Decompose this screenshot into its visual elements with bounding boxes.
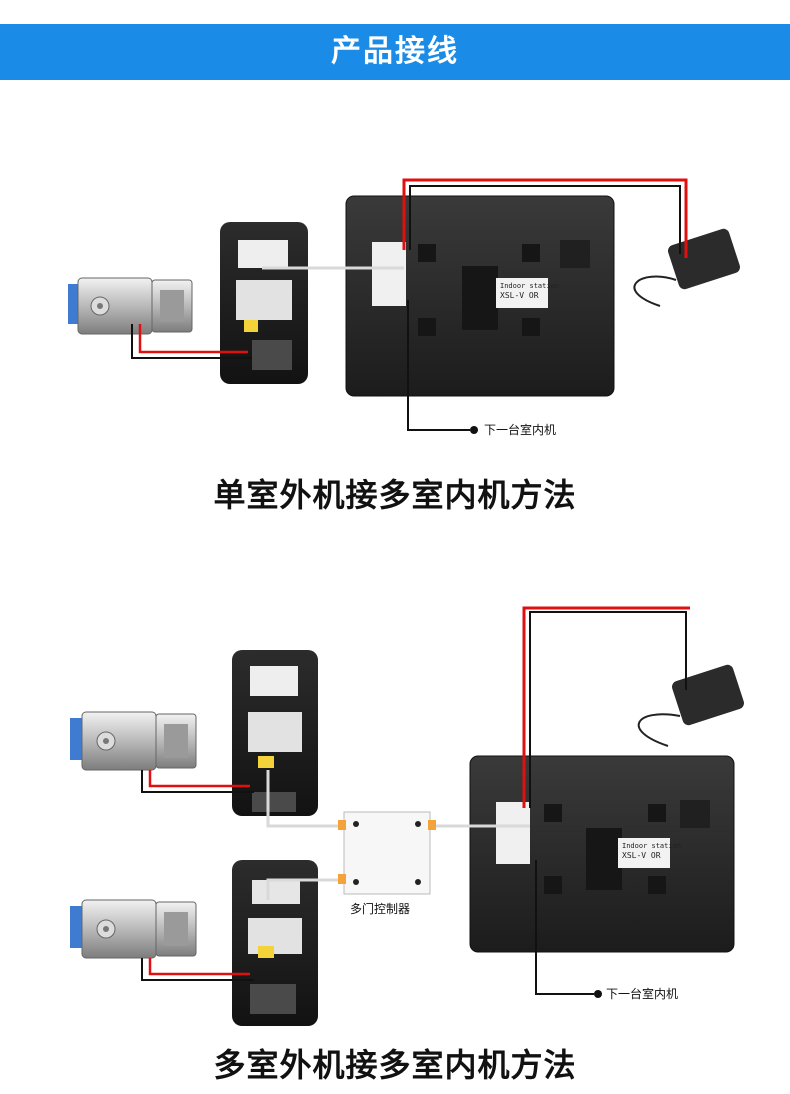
next-unit-dot-1 — [470, 426, 478, 434]
power-adapter-2 — [637, 664, 744, 747]
outdoor-station-1 — [220, 222, 308, 384]
electric-lock-1 — [68, 277, 193, 335]
power-adapter-1 — [633, 228, 740, 307]
next-unit-dot-2 — [594, 990, 602, 998]
indoor-label-line2-2: XSL-V OR — [622, 851, 661, 860]
outdoor-station-2b — [232, 860, 318, 1026]
bus-wire-2a — [266, 770, 338, 828]
next-unit-wire-1 — [407, 300, 470, 431]
next-unit-wire-2 — [535, 860, 594, 995]
header-banner — [0, 24, 790, 80]
indoor-monitor-2: Indoor station XSL-V OR — [469, 755, 735, 953]
indoor-label-line2: XSL-V OR — [500, 291, 539, 300]
diagram2: 多门控制器 Indoor station XSL-V OR — [70, 606, 744, 1026]
power-wire-black-1 — [409, 185, 681, 254]
indoor-label-line1: Indoor station — [500, 282, 559, 290]
electric-lock-2a — [70, 711, 197, 771]
indoor-label-line1-2: Indoor station — [622, 842, 681, 850]
power-wire-red-2 — [522, 606, 690, 808]
controller-label: 多门控制器 — [350, 901, 410, 916]
lock-wire-black-2a — [141, 770, 254, 793]
lock-wire-black-1 — [131, 324, 252, 359]
next-unit-label-1: 下一台室内机 — [484, 422, 556, 437]
indoor-monitor-1: Indoor station XSL-V OR — [345, 195, 615, 397]
bus-wire-2b — [266, 878, 338, 900]
diagram1-caption: 单室外机接多室内机方法 — [213, 476, 577, 514]
outdoor-station-2a — [232, 650, 318, 816]
header-title: 产品接线 — [331, 34, 459, 69]
lock-wire-red-2b — [148, 958, 250, 976]
multi-door-controller — [338, 811, 436, 895]
power-wire-red-1 — [402, 178, 688, 258]
next-unit-label-2: 下一台室内机 — [606, 986, 678, 1001]
diagram1: Indoor station XSL-V OR 下一台室内机 — [68, 178, 740, 437]
electric-lock-2b — [70, 899, 197, 959]
lock-wire-black-2b — [141, 958, 254, 981]
lock-wire-red-2a — [148, 770, 250, 788]
power-wire-black-2 — [529, 611, 687, 808]
diagram2-caption: 多室外机接多室内机方法 — [213, 1046, 577, 1084]
lock-wire-red-1 — [138, 324, 248, 354]
